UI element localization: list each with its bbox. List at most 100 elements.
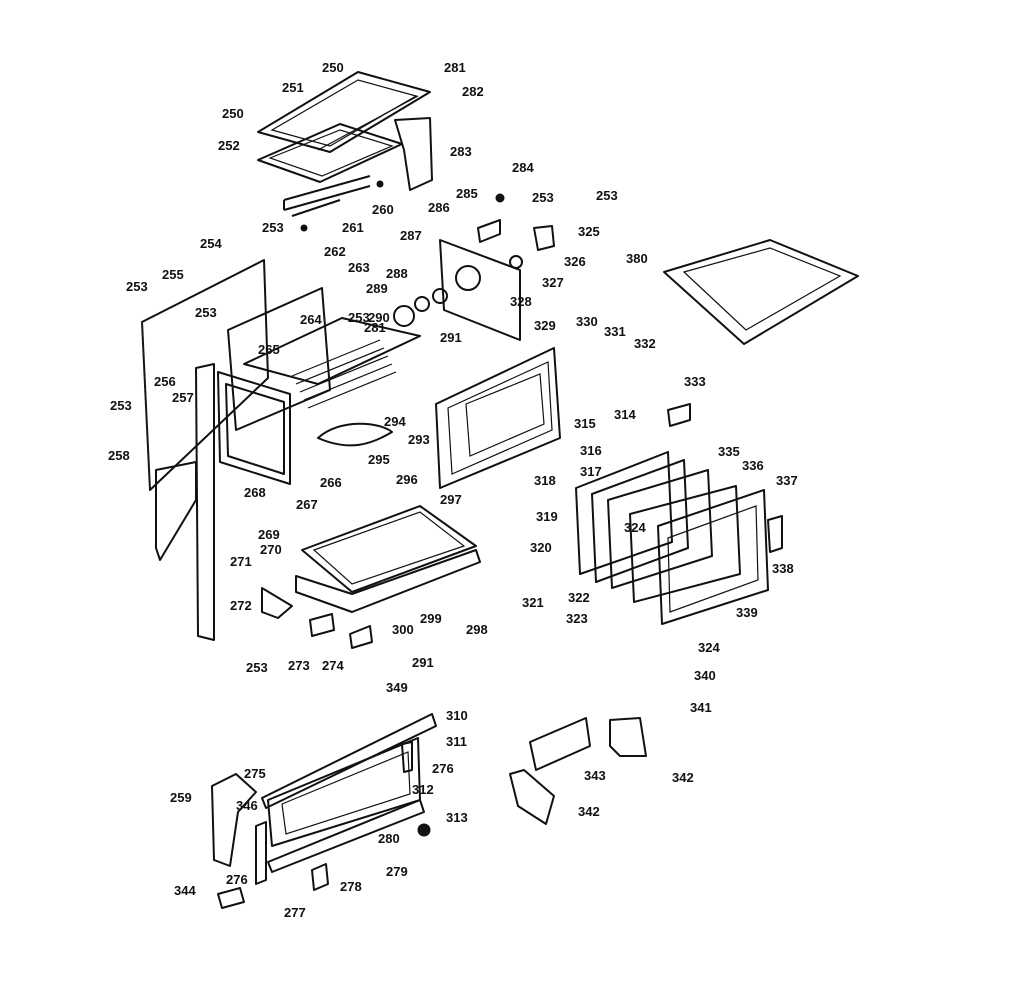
callout-280: 280	[378, 831, 400, 846]
oven-cavity	[217, 287, 421, 485]
callout-314: 314	[614, 407, 636, 422]
callout-293: 293	[408, 432, 430, 447]
callout-277: 277	[284, 905, 306, 920]
callout-316: 316	[580, 443, 602, 458]
callout-252: 252	[218, 138, 240, 153]
callout-327: 327	[542, 275, 564, 290]
callout-297: 297	[440, 492, 462, 507]
callout-332: 332	[634, 336, 656, 351]
callout-291: 291	[412, 655, 434, 670]
callout-322: 322	[568, 590, 590, 605]
callout-282: 282	[462, 84, 484, 99]
callout-341: 341	[690, 700, 712, 715]
callout-274: 274	[322, 658, 344, 673]
callout-340: 340	[694, 668, 716, 683]
callout-250: 250	[222, 106, 244, 121]
callout-258: 258	[108, 448, 130, 463]
callout-labels: 250 281 251 282 250 252 283 284 285 253 253 260 261 2…	[108, 60, 798, 920]
callout-276: 276	[226, 872, 248, 887]
callout-328: 328	[510, 294, 532, 309]
drawer-panels	[509, 717, 647, 825]
callout-342: 342	[578, 804, 600, 819]
callout-324: 324	[698, 640, 720, 655]
callout-253: 253	[246, 660, 268, 675]
callout-273: 273	[288, 658, 310, 673]
callout-336: 336	[742, 458, 764, 473]
callout-344: 344	[174, 883, 196, 898]
callout-310: 310	[446, 708, 468, 723]
callout-253: 253	[126, 279, 148, 294]
callout-290: 290	[368, 310, 390, 325]
callout-287: 287	[400, 228, 422, 243]
callout-259: 259	[170, 790, 192, 805]
callout-270: 270	[260, 542, 282, 557]
callout-319: 319	[536, 509, 558, 524]
callout-268: 268	[244, 485, 266, 500]
callout-253: 253	[596, 188, 618, 203]
callout-323: 323	[566, 611, 588, 626]
callout-317: 317	[580, 464, 602, 479]
callout-330: 330	[576, 314, 598, 329]
callout-298: 298	[466, 622, 488, 637]
callout-254: 254	[200, 236, 222, 251]
callout-271: 271	[230, 554, 252, 569]
oven-bottom	[295, 505, 481, 649]
callout-289: 289	[366, 281, 388, 296]
callout-276: 276	[432, 761, 454, 776]
callout-300: 300	[392, 622, 414, 637]
callout-291: 291	[440, 330, 462, 345]
callout-264: 264	[300, 312, 322, 327]
callout-311: 311	[446, 734, 467, 749]
callout-326: 326	[564, 254, 586, 269]
callout-250: 250	[322, 60, 344, 75]
callout-260: 260	[372, 202, 394, 217]
callout-295: 295	[368, 452, 390, 467]
callout-253: 253	[110, 398, 132, 413]
callout-335: 335	[718, 444, 740, 459]
door-glass-stack	[575, 403, 783, 625]
callout-331: 331	[604, 324, 626, 339]
callout-337: 337	[776, 473, 798, 488]
back-panel	[393, 193, 555, 341]
callout-296: 296	[396, 472, 418, 487]
callout-343: 343	[584, 768, 606, 783]
callout-329: 329	[534, 318, 556, 333]
callout-253: 253	[348, 310, 370, 325]
callout-346: 346	[236, 798, 258, 813]
callout-324: 324	[624, 520, 646, 535]
drawer-assembly	[211, 713, 437, 909]
callout-313: 313	[446, 810, 468, 825]
callout-253: 253	[532, 190, 554, 205]
callout-320: 320	[530, 540, 552, 555]
callout-251: 251	[282, 80, 304, 95]
callout-269: 269	[258, 527, 280, 542]
callout-267: 267	[296, 497, 318, 512]
callout-265: 265	[258, 342, 280, 357]
callout-283: 283	[450, 144, 472, 159]
callout-299: 299	[420, 611, 442, 626]
callout-281: 281	[444, 60, 466, 75]
callout-294: 294	[384, 414, 406, 429]
callout-279: 279	[386, 864, 408, 879]
callout-288: 288	[386, 266, 408, 281]
callout-312: 312	[412, 782, 434, 797]
callout-253: 253	[195, 305, 217, 320]
callout-338: 338	[772, 561, 794, 576]
door-frame	[435, 347, 561, 489]
callout-275: 275	[244, 766, 266, 781]
left-side-panel	[141, 259, 293, 641]
callout-339: 339	[736, 605, 758, 620]
callout-286: 286	[428, 200, 450, 215]
callout-284: 284	[512, 160, 534, 175]
callout-325: 325	[578, 224, 600, 239]
callout-342: 342	[672, 770, 694, 785]
callout-272: 272	[230, 598, 252, 613]
callout-380: 380	[626, 251, 648, 266]
callout-285: 285	[456, 186, 478, 201]
callout-261: 261	[342, 220, 364, 235]
callout-321: 321	[522, 595, 544, 610]
callout-263: 263	[348, 260, 370, 275]
callout-256: 256	[154, 374, 176, 389]
callout-257: 257	[172, 390, 194, 405]
